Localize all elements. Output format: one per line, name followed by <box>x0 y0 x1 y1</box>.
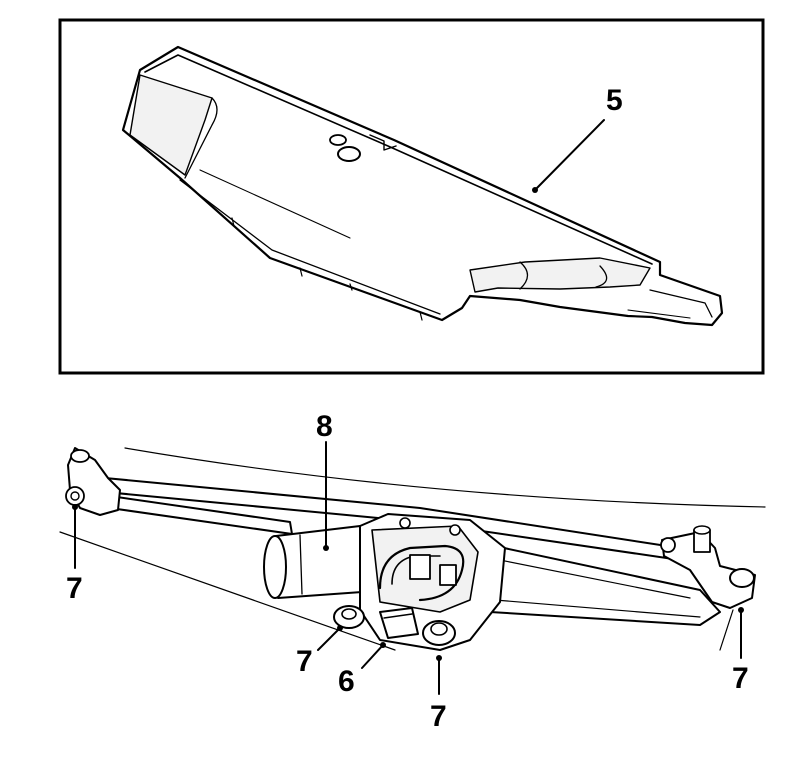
leader-7-mid-dot <box>337 625 343 631</box>
mounting-bolt-mid <box>333 605 365 629</box>
right-pivot <box>660 525 756 609</box>
callout-7-center: 7 <box>430 700 447 733</box>
leader-7-left-dot <box>72 504 78 510</box>
left-pivot <box>65 447 121 516</box>
leader-5 <box>534 119 605 191</box>
leader-6-dot <box>380 642 386 648</box>
leader-7-center-dot <box>436 655 442 661</box>
leader-8-dot <box>323 545 329 551</box>
cowl-cover-part <box>121 45 724 327</box>
cowl-panel-frame <box>58 18 765 375</box>
leader-5-dot <box>532 187 538 193</box>
wiper-motor <box>263 525 363 599</box>
leader-7-mid <box>317 627 341 651</box>
callout-8: 8 <box>316 410 333 443</box>
connector-6 <box>379 607 419 639</box>
leader-7-right-dot <box>738 607 744 613</box>
callout-7-left: 7 <box>66 572 83 605</box>
callout-7-right: 7 <box>732 662 749 695</box>
mounting-bolt-center <box>422 620 456 646</box>
leader-6 <box>361 644 384 669</box>
callout-5: 5 <box>606 84 623 117</box>
callout-6: 6 <box>338 665 355 698</box>
callout-7-mid: 7 <box>296 645 313 678</box>
